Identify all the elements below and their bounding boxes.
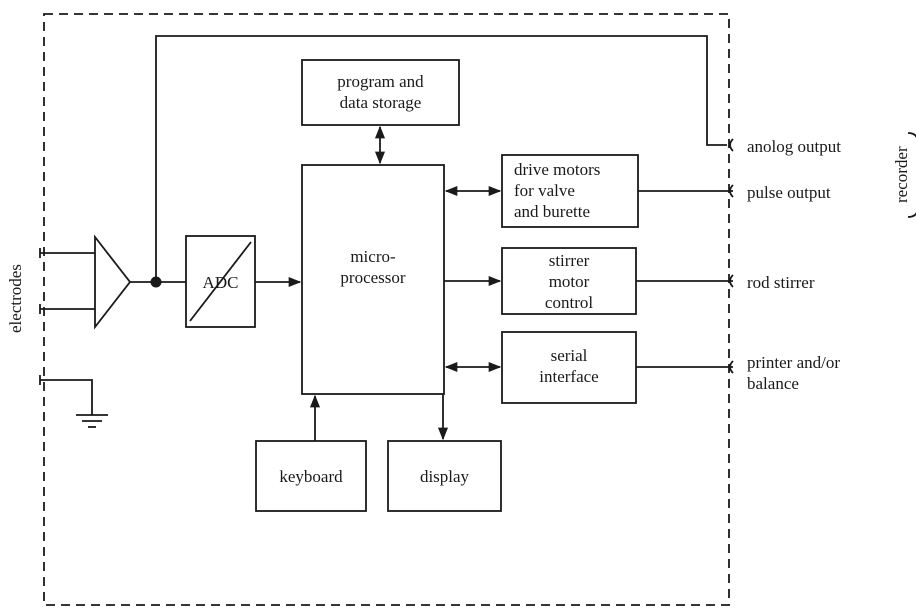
terminal-printer — [729, 360, 734, 374]
terminal-pulse — [729, 184, 734, 198]
serial-label-line1: serial — [550, 346, 588, 365]
storage-label: program and data storage — [302, 71, 459, 113]
display-label: display — [419, 467, 470, 486]
cpu-label-line1: micro- — [350, 247, 396, 266]
display-box — [387, 440, 502, 512]
cpu-label: micro- processor — [302, 246, 444, 288]
serial-label-line2: interface — [539, 367, 599, 386]
drive-label-line3: and burette — [514, 202, 590, 221]
storage-label-line2: data storage — [339, 93, 422, 112]
keyboard-label: keyboard — [279, 467, 343, 486]
serial-label: serial interface — [502, 345, 636, 387]
stirrer-label: stirrer motor control — [502, 250, 636, 313]
terminal-analog — [729, 138, 734, 152]
ground-wire — [40, 379, 93, 415]
rod-stirrer-label: rod stirrer — [747, 273, 815, 292]
printer-label: printer and/or balance — [747, 352, 840, 394]
adc-diagonal — [189, 241, 252, 322]
junction-dot — [150, 276, 162, 288]
terminal-rod — [729, 274, 734, 288]
drive-label-line1: drive motors — [514, 160, 601, 179]
electrodes-label: electrodes — [6, 264, 25, 333]
keyboard-box — [255, 440, 367, 512]
stirrer-label-line2: motor — [548, 272, 590, 291]
recorder-label: recorder — [892, 146, 911, 203]
cpu-label-line2: processor — [340, 268, 406, 287]
printer-label-line1: printer and/or — [747, 353, 840, 372]
stirrer-label-line3: control — [544, 293, 594, 312]
analog-bypass-line — [155, 35, 727, 282]
drive-label: drive motors for valve and burette — [514, 159, 638, 222]
adc-label: ADC — [202, 273, 239, 292]
pulse-output-label: pulse output — [747, 183, 831, 202]
amplifier-symbol — [94, 234, 132, 330]
storage-box — [301, 59, 460, 126]
analog-output-label: anolog output — [747, 137, 841, 156]
printer-label-line2: balance — [747, 374, 799, 393]
cpu-box — [301, 164, 445, 395]
storage-label-line1: program and — [337, 72, 424, 91]
stirrer-label-line1: stirrer — [548, 251, 590, 270]
drive-label-line2: for valve — [514, 181, 575, 200]
